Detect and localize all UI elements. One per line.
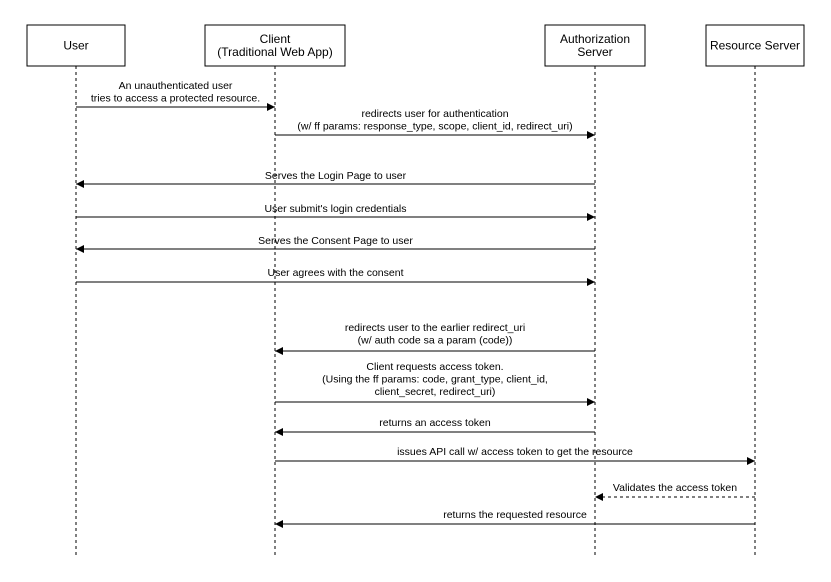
message-label: issues API call w/ access token to get t… — [397, 446, 633, 458]
actor-client: Client(Traditional Web App) — [204, 24, 346, 67]
message-label: redirects user to the earlier redirect_u… — [345, 322, 525, 334]
message-10: issues API call w/ access token to get t… — [275, 446, 755, 465]
actor-box-user — [26, 24, 126, 67]
message-label: Validates the access token — [613, 482, 737, 494]
message-11: Validates the access token — [595, 482, 755, 501]
message-label: tries to access a protected resource. — [91, 93, 260, 105]
actor-box-resource — [705, 24, 805, 67]
message-6: User agrees with the consent — [76, 267, 595, 286]
message-label: (Using the ff params: code, grant_type, … — [322, 374, 548, 386]
actor-box-auth — [544, 24, 646, 67]
message-label: An unauthenticated user — [119, 80, 233, 92]
message-3: Serves the Login Page to user — [76, 170, 595, 188]
actor-label-client: (Traditional Web App) — [217, 45, 332, 59]
message-12: returns the requested resource — [275, 509, 755, 528]
message-7: redirects user to the earlier redirect_u… — [275, 322, 595, 355]
message-label: (w/ ff params: response_type, scope, cli… — [297, 121, 572, 133]
actor-resource: Resource Server — [705, 24, 805, 67]
actor-label-auth: Server — [577, 45, 612, 59]
message-5: Serves the Consent Page to user — [76, 235, 595, 253]
message-label: returns the requested resource — [443, 509, 587, 521]
message-label: Client requests access token. — [366, 361, 503, 373]
actor-label-auth: Authorization — [560, 32, 630, 46]
message-label: Serves the Consent Page to user — [258, 235, 413, 247]
actor-label-client: Client — [260, 32, 291, 46]
actor-user: User — [26, 24, 126, 67]
message-label: (w/ auth code sa a param (code)) — [358, 335, 513, 347]
actor-label-user: User — [63, 39, 88, 53]
message-8: Client requests access token.(Using the … — [275, 361, 595, 406]
message-4: User submit's login credentials — [76, 203, 595, 221]
actor-label-resource: Resource Server — [710, 39, 800, 53]
message-label: User submit's login credentials — [264, 203, 406, 215]
message-label: User agrees with the consent — [268, 267, 404, 279]
message-label: Serves the Login Page to user — [265, 170, 407, 182]
message-label: redirects user for authentication — [361, 108, 508, 120]
message-9: returns an access token — [275, 417, 595, 436]
actor-box-client — [204, 24, 346, 67]
message-label: returns an access token — [379, 417, 491, 429]
message-2: redirects user for authentication(w/ ff … — [275, 108, 595, 139]
message-label: client_secret, redirect_uri) — [375, 386, 496, 398]
